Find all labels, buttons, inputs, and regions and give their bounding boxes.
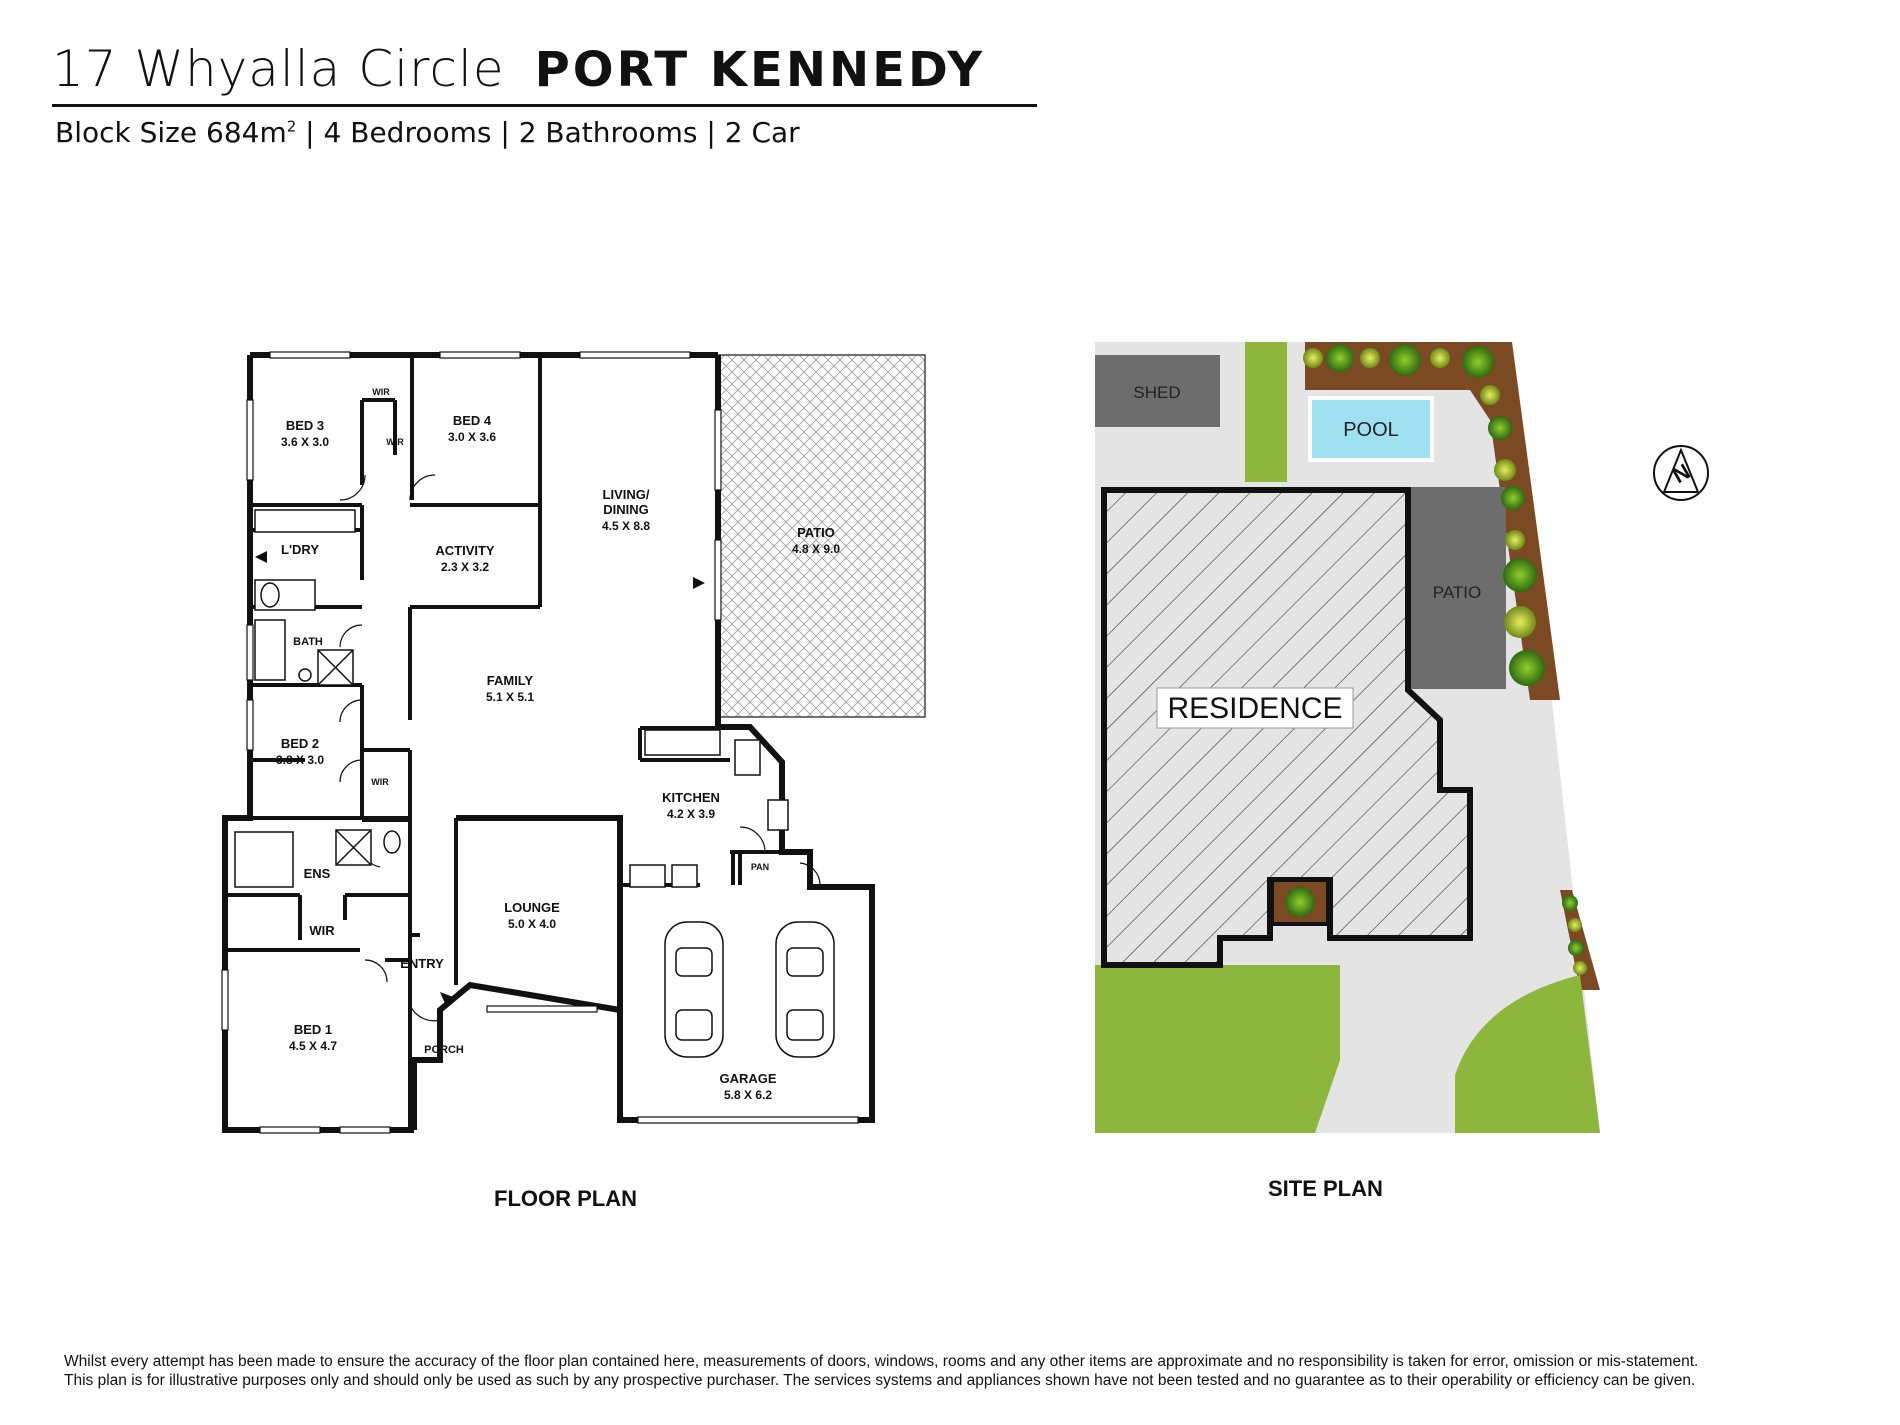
room-label-laundry: L'DRY xyxy=(281,542,319,557)
block-size-text: Block Size 684m xyxy=(55,116,287,149)
room-dims-family: 5.1 X 5.1 xyxy=(486,690,534,704)
floor-plan-caption: FLOOR PLAN xyxy=(494,1186,637,1211)
room-label-wir-main: WIR xyxy=(309,923,335,938)
room-label-family: FAMILY xyxy=(487,673,534,688)
room-dims-kitchen: 4.2 X 3.9 xyxy=(667,807,715,821)
street-address: 17 Whyalla Circle xyxy=(52,40,505,98)
disclaimer-line-2: This plan is for illustrative purposes o… xyxy=(64,1372,1696,1389)
block-size-superscript: 2 xyxy=(286,117,297,136)
site-patio xyxy=(1408,487,1506,689)
room-dims-patio: 4.8 X 9.0 xyxy=(792,542,840,556)
room-label-patio: PATIO xyxy=(797,525,835,540)
room-label-garage: GARAGE xyxy=(719,1071,776,1086)
room-label-pantry: PAN xyxy=(751,862,769,872)
site-plan-caption: SITE PLAN xyxy=(1268,1176,1383,1201)
room-dims-lounge: 5.0 X 4.0 xyxy=(508,917,556,931)
room-dims-bed4: 3.0 X 3.6 xyxy=(448,430,496,444)
residence-label-box xyxy=(1156,687,1354,729)
north-arrow-icon: N xyxy=(1653,445,1709,501)
room-dims-bed1: 4.5 X 4.7 xyxy=(289,1039,337,1053)
shed xyxy=(1095,355,1220,427)
entry-arrows xyxy=(255,551,705,1008)
fixtures xyxy=(234,509,789,888)
floor-plan: BED 3 3.6 X 3.0 BED 4 3.0 X 3.6 WIR WIR … xyxy=(221,351,926,1134)
room-label-bed4: BED 4 xyxy=(453,413,492,428)
room-label-living-1: LIVING/ xyxy=(603,487,650,502)
room-label-bed2: BED 2 xyxy=(281,736,319,751)
room-label-wir-bed4: WIR xyxy=(386,437,404,447)
room-label-porch: PORCH xyxy=(424,1044,464,1056)
title-underline xyxy=(52,104,1037,107)
disclaimer-line-1: Whilst every attempt has been made to en… xyxy=(64,1353,1699,1370)
lawn-strip xyxy=(1245,342,1287,482)
site-plan: SHED POOL PATIO RESIDENCE xyxy=(1095,342,1709,1133)
room-label-bed1: BED 1 xyxy=(294,1022,332,1037)
shed-label: SHED xyxy=(1133,383,1180,402)
room-dims-bed3: 3.6 X 3.0 xyxy=(281,435,329,449)
room-label-wir-bed2: WIR xyxy=(371,777,389,787)
courtyard-shrub xyxy=(1285,887,1315,917)
property-address-title: 17 Whyalla Circle PORT KENNEDY xyxy=(52,40,985,98)
disclaimer: Whilst every attempt has been made to en… xyxy=(64,1352,1864,1390)
room-dims-activity: 2.3 X 3.2 xyxy=(441,560,489,574)
room-label-kitchen: KITCHEN xyxy=(662,790,720,805)
room-label-lounge: LOUNGE xyxy=(504,900,560,915)
residence-label: RESIDENCE xyxy=(1167,692,1342,725)
site-shrubs xyxy=(1303,344,1587,975)
property-details: Block Size 684m2 | 4 Bedrooms | 2 Bathro… xyxy=(55,116,800,149)
room-dims-garage: 5.8 X 6.2 xyxy=(724,1088,772,1102)
garage-cars xyxy=(664,921,835,1058)
interior-walls xyxy=(225,355,782,1130)
room-label-entry: ENTRY xyxy=(400,956,444,971)
windows xyxy=(221,351,859,1134)
pool-label: POOL xyxy=(1343,419,1399,441)
room-label-bath: BATH xyxy=(293,636,323,648)
room-dims-living: 4.5 X 8.8 xyxy=(602,519,650,533)
room-label-living-2: DINING xyxy=(603,502,649,517)
room-label-activity: ACTIVITY xyxy=(435,543,495,558)
patio-area xyxy=(717,354,926,718)
front-lawn-right xyxy=(1455,975,1600,1133)
site-patio-label: PATIO xyxy=(1433,583,1482,602)
property-features-text: | 4 Bedrooms | 2 Bathrooms | 2 Car xyxy=(296,116,800,149)
pool xyxy=(1308,396,1434,462)
garden-bed-side xyxy=(1560,890,1600,990)
room-dims-bed2: 3.8 X 3.0 xyxy=(276,753,324,767)
room-label-bed3: BED 3 xyxy=(286,418,324,433)
room-label-wir-bed3: WIR xyxy=(372,387,390,397)
room-label-ens: ENS xyxy=(304,866,331,881)
suburb-name: PORT KENNEDY xyxy=(534,42,986,98)
front-lawn xyxy=(1095,965,1340,1133)
